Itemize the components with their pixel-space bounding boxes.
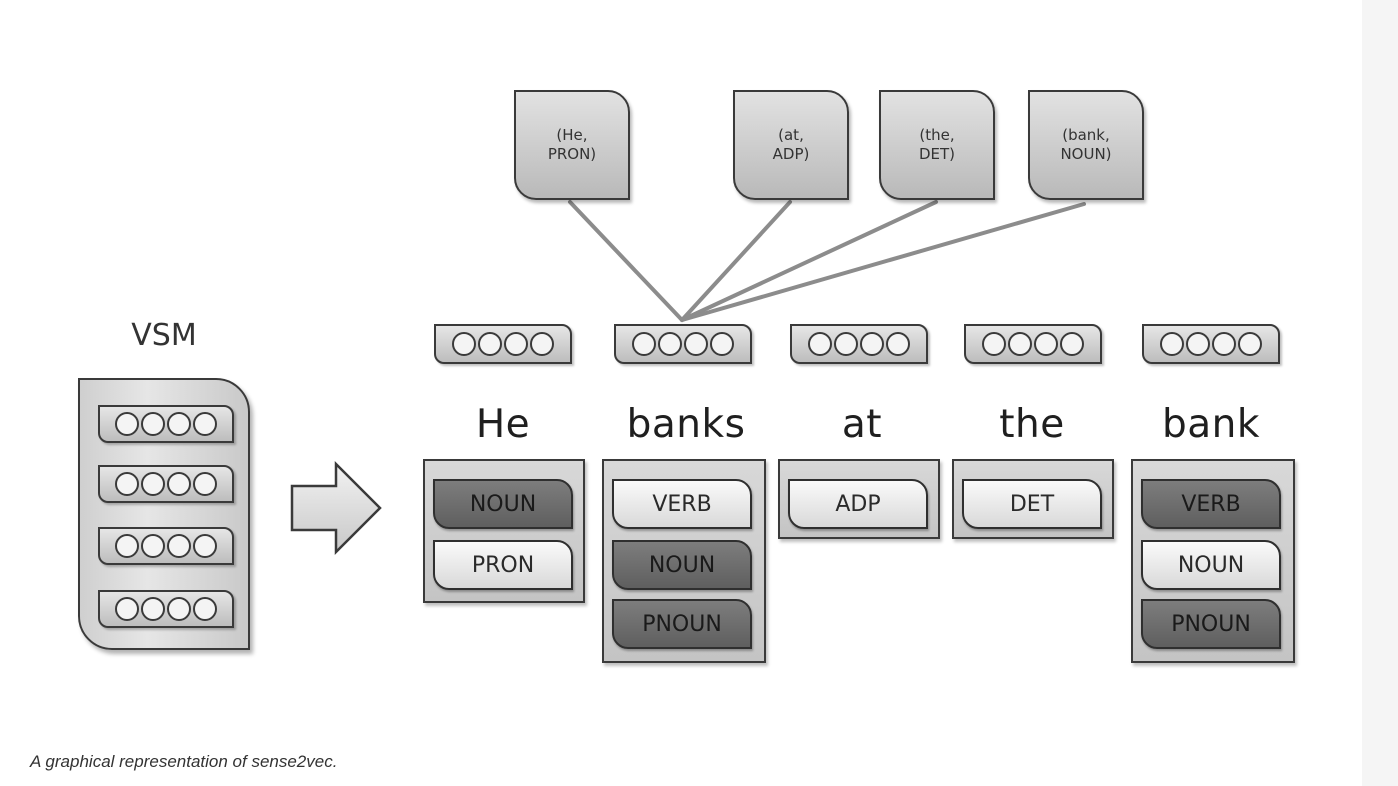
pos-tag: VERB <box>612 479 752 529</box>
word-vector-bank <box>1142 324 1280 364</box>
vsm-label: VSM <box>131 318 197 353</box>
concept-label: (bank, NOUN) <box>1060 126 1112 163</box>
concept-label: (at, ADP) <box>772 126 810 163</box>
word-vector-the <box>964 324 1102 364</box>
scrollbar-track[interactable] <box>1362 0 1398 786</box>
pos-tag: PRON <box>433 540 573 590</box>
pos-tag: VERB <box>1141 479 1281 529</box>
tag-group-bank: VERB NOUN PNOUN <box>1131 459 1295 663</box>
concept-label: (He, PRON) <box>547 126 597 163</box>
vsm-vector <box>98 465 234 503</box>
concept-box-bank-noun: (bank, NOUN) <box>1028 90 1144 200</box>
pos-tag: NOUN <box>433 479 573 529</box>
vsm-vector <box>98 590 234 628</box>
word-vector-at <box>790 324 928 364</box>
arrow-right-icon <box>290 460 382 556</box>
word-banks: banks <box>626 402 746 447</box>
word-bank: bank <box>1162 402 1260 447</box>
connector-line-noun <box>680 202 1086 322</box>
pos-tag: ADP <box>788 479 928 529</box>
word-he: He <box>475 402 531 447</box>
vsm-vector <box>98 405 234 443</box>
connector-line-pron <box>568 200 684 322</box>
concept-box-he-pron: (He, PRON) <box>514 90 630 200</box>
word-at: at <box>841 402 883 447</box>
tag-group-banks: VERB NOUN PNOUN <box>602 459 766 663</box>
tag-group-the: DET <box>952 459 1114 539</box>
pos-tag: DET <box>962 479 1102 529</box>
tag-group-at: ADP <box>778 459 940 539</box>
concept-label: (the, DET) <box>918 126 956 163</box>
figure-caption: A graphical representation of sense2vec. <box>30 752 338 771</box>
pos-tag: NOUN <box>1141 540 1281 590</box>
concept-box-the-det: (the, DET) <box>879 90 995 200</box>
tag-group-he: NOUN PRON <box>423 459 585 603</box>
connector-line-adp <box>680 200 792 322</box>
word-vector-he <box>434 324 572 364</box>
word-the: the <box>999 402 1065 447</box>
word-vector-banks <box>614 324 752 364</box>
connector-line-det <box>680 200 938 322</box>
vsm-container <box>78 378 250 650</box>
pos-tag: PNOUN <box>612 599 752 649</box>
pos-tag: NOUN <box>612 540 752 590</box>
pos-tag: PNOUN <box>1141 599 1281 649</box>
vsm-vector <box>98 527 234 565</box>
concept-box-at-adp: (at, ADP) <box>733 90 849 200</box>
